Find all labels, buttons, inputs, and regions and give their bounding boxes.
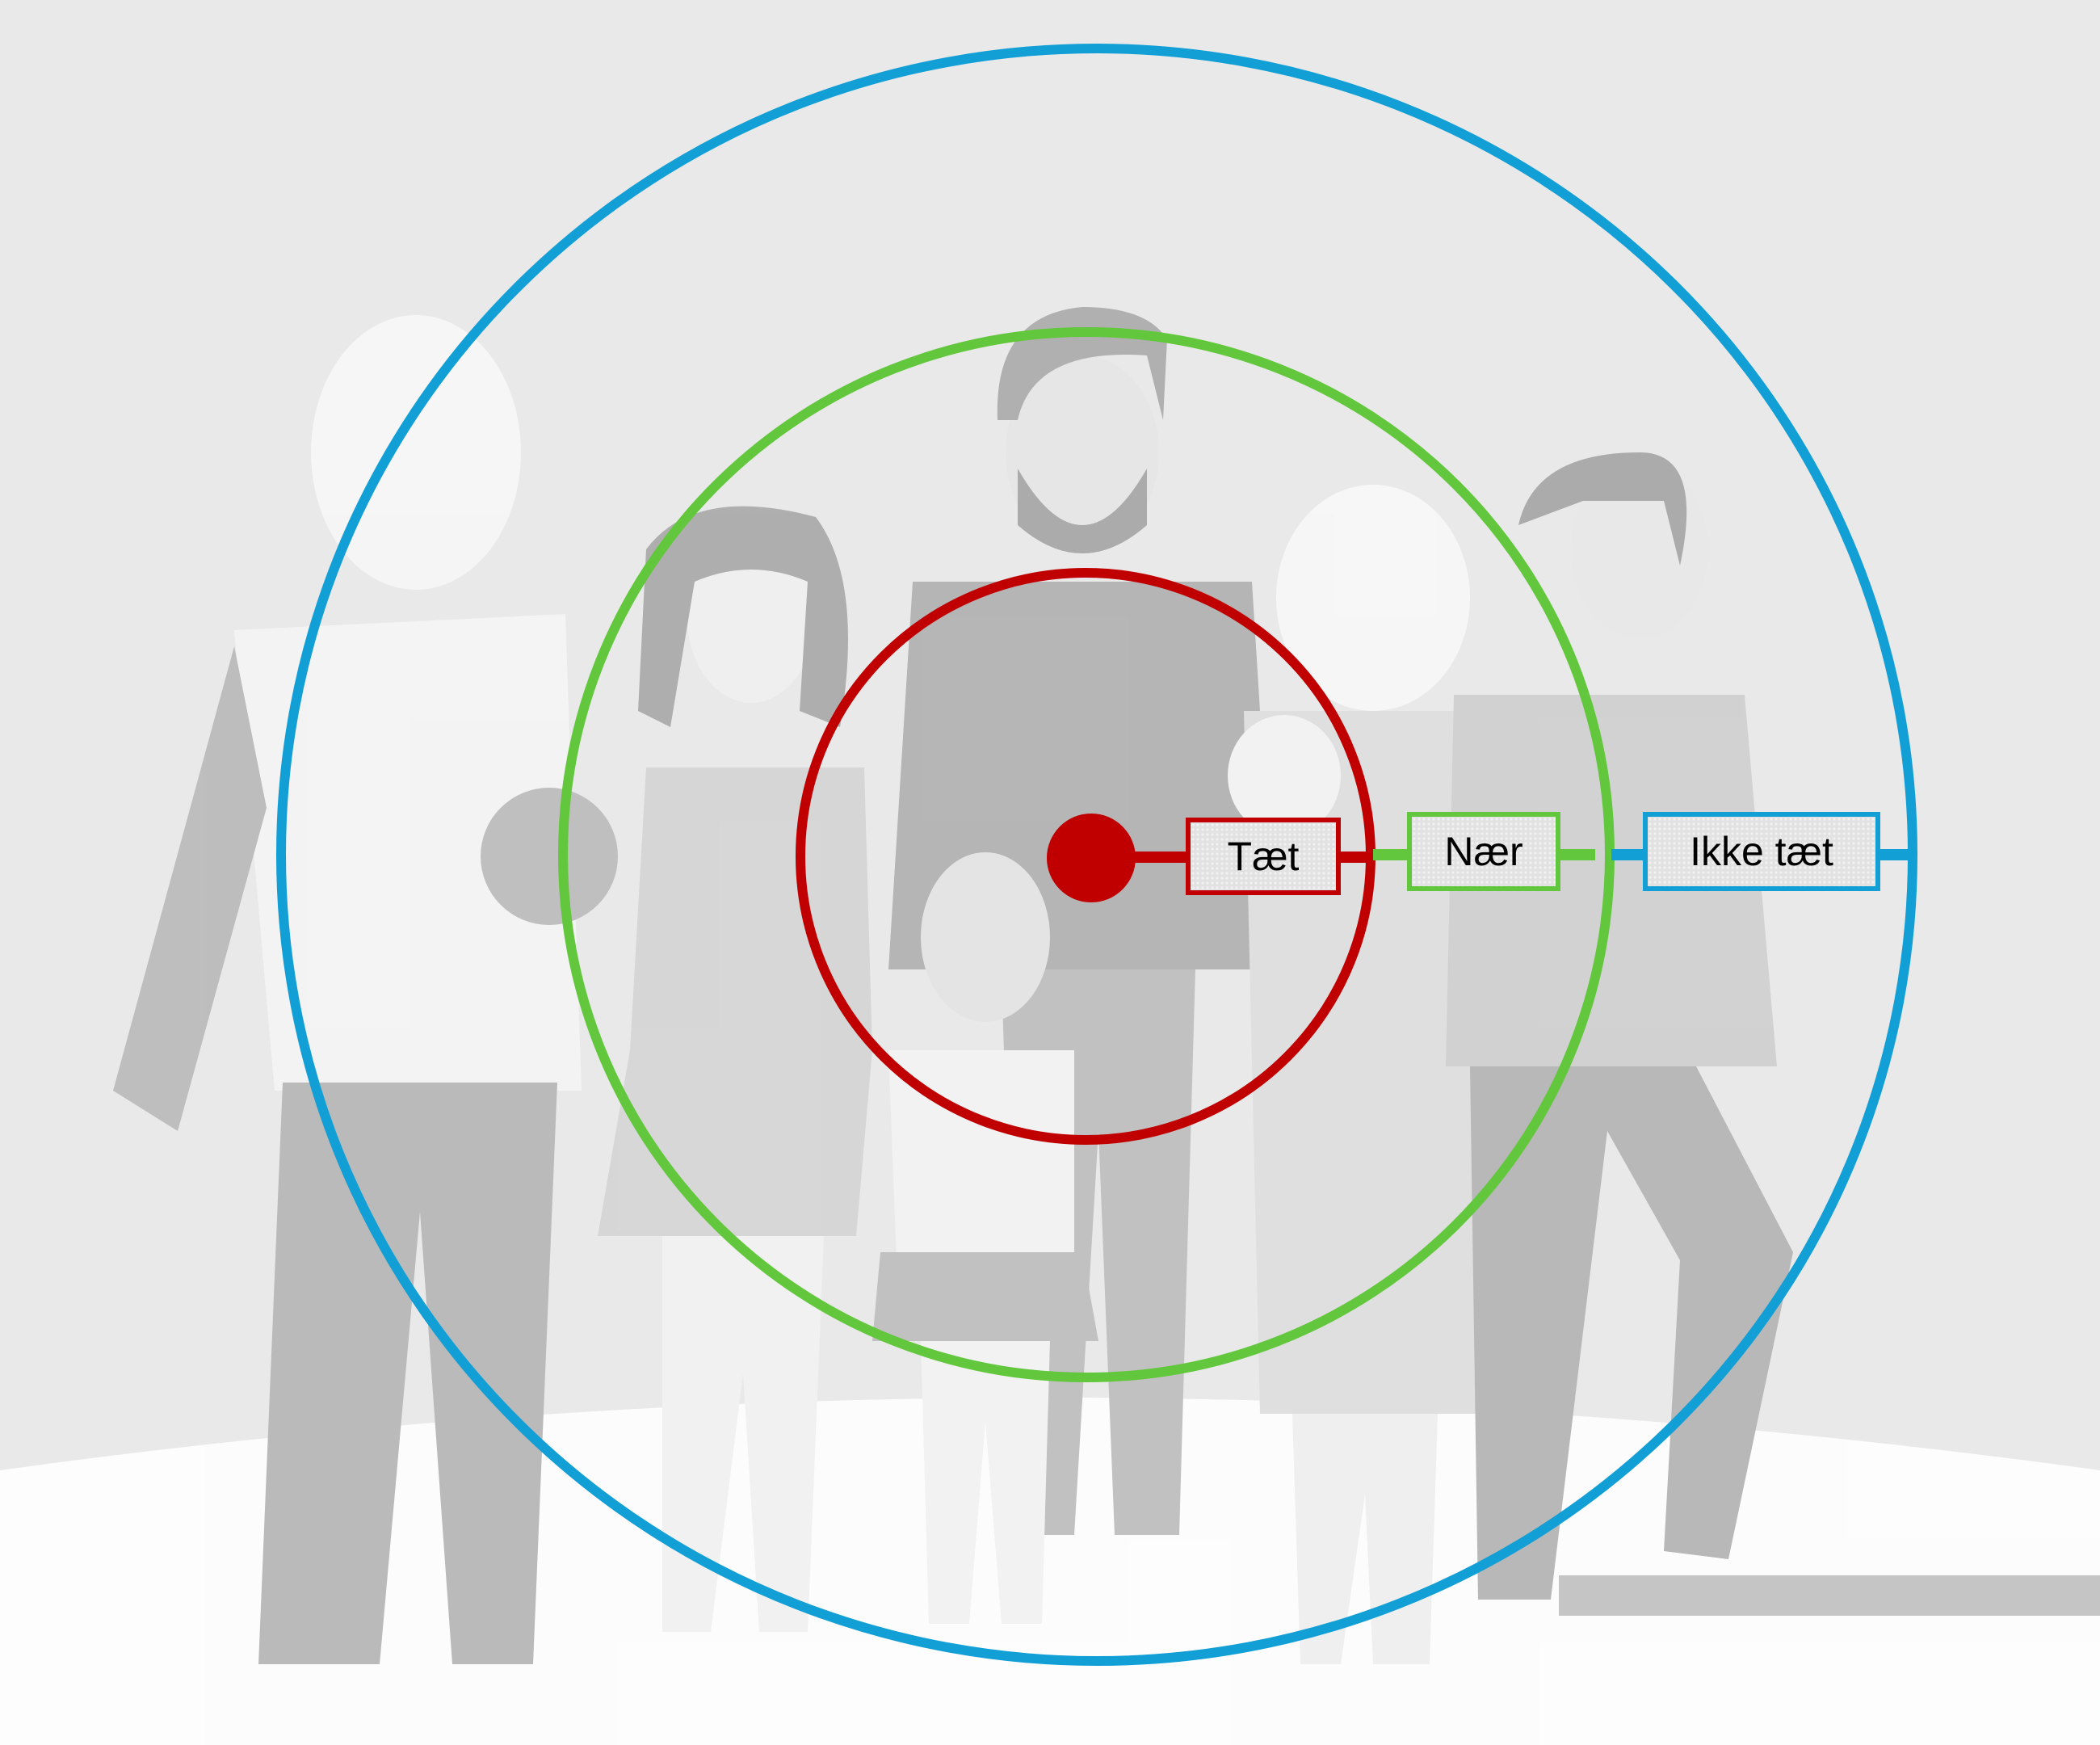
label-naer-text: Nær bbox=[1444, 829, 1523, 874]
center-self-dot bbox=[1047, 814, 1136, 902]
label-ikke-taet-text: Ikke tæt bbox=[1690, 829, 1833, 874]
middle-ring-naer bbox=[558, 327, 1615, 1382]
family-background-illustration bbox=[0, 307, 2100, 1745]
label-taet-text: Tæt bbox=[1227, 834, 1300, 879]
label-taet: Tæt bbox=[1186, 818, 1341, 895]
label-ikke-taet: Ikke tæt bbox=[1643, 812, 1880, 891]
label-naer: Nær bbox=[1407, 812, 1560, 891]
